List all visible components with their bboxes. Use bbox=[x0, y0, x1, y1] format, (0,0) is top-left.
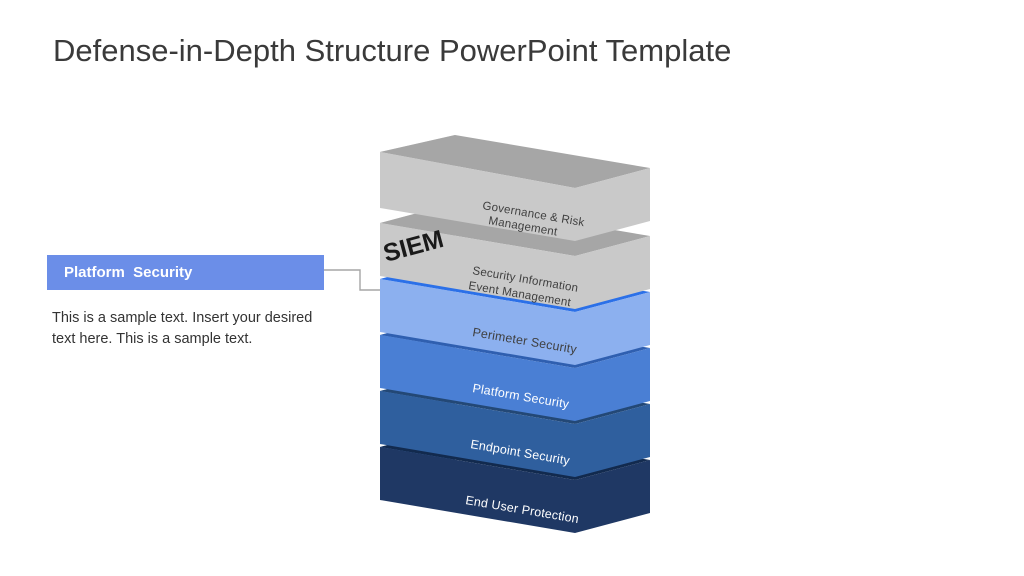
layer-front-face bbox=[380, 152, 650, 241]
connector-elbow-icon bbox=[324, 269, 394, 291]
layer-front-face bbox=[380, 447, 650, 533]
layer-top-face bbox=[380, 135, 650, 188]
defense-in-depth-stack: End User Protection Endpoint Security Pl… bbox=[360, 132, 670, 544]
callout-body-text: This is a sample text. Insert your desir… bbox=[52, 310, 313, 348]
layer-front-face bbox=[380, 223, 650, 309]
callout-label: Platform Security bbox=[64, 264, 193, 281]
layer-front-face bbox=[380, 335, 650, 421]
layer-front-face bbox=[380, 391, 650, 477]
layer-front-face bbox=[380, 279, 650, 365]
stack-layer-governance-risk-management[interactable]: Governance & Risk Management bbox=[380, 135, 650, 241]
callout-box-platform-security[interactable]: Platform Security bbox=[47, 255, 324, 290]
page-title: Defense-in-Depth Structure PowerPoint Te… bbox=[53, 33, 732, 68]
